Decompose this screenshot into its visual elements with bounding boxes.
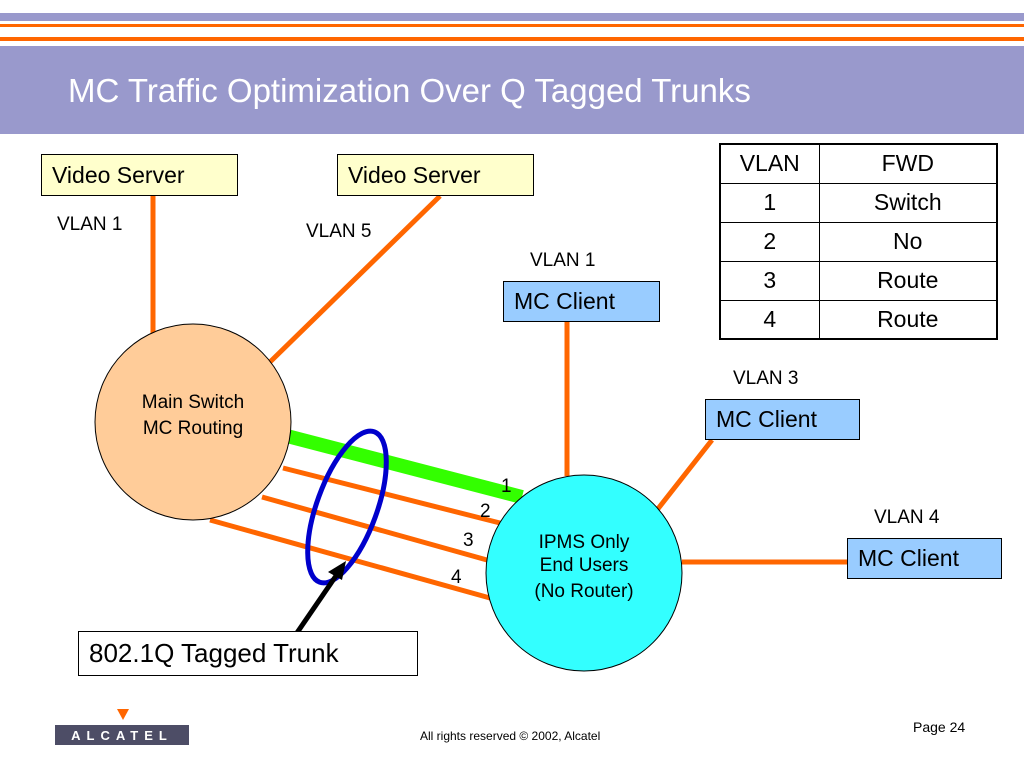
- ipms-label: IPMS Only End Users (No Router): [494, 532, 674, 603]
- trunk-number-3: 3: [463, 530, 474, 551]
- main-switch-line1: Main Switch: [141, 392, 245, 413]
- table-cell-vlan: 4: [719, 299, 820, 340]
- ipms-line1: IPMS Only: [538, 532, 630, 553]
- table-row: 1 Switch: [719, 182, 998, 223]
- trunk-ellipse: [305, 428, 389, 586]
- table-row: 4 Route: [719, 299, 998, 340]
- trunk-link-2: [282, 465, 501, 526]
- video-server-2-vlan: VLAN 5: [306, 221, 372, 242]
- top-stripe-orange-2: [0, 37, 1024, 41]
- table-header-fwd: FWD: [818, 143, 998, 184]
- trunk-label-box: 802.1Q Tagged Trunk: [78, 631, 418, 676]
- top-stripe-purple: [0, 13, 1024, 21]
- link-server2-switch: [268, 194, 442, 364]
- main-switch-label: Main Switch MC Routing: [103, 390, 283, 441]
- mc-client-3-vlan: VLAN 3: [733, 368, 799, 389]
- video-server-1-vlan: VLAN 1: [57, 214, 123, 235]
- mc-client-4: MC Client: [847, 538, 1002, 579]
- page-number: Page 24: [913, 719, 966, 735]
- mc-client-4-vlan: VLAN 4: [874, 507, 940, 528]
- table-cell-fwd: Route: [818, 299, 998, 340]
- table-cell-fwd: Switch: [818, 182, 998, 223]
- top-stripe-orange: [0, 24, 1024, 27]
- mc-client-3: MC Client: [705, 399, 860, 440]
- video-server-1: Video Server: [41, 154, 238, 196]
- table-row: 2 No: [719, 221, 998, 262]
- table-header-row: VLAN FWD: [719, 143, 998, 184]
- table-cell-fwd: Route: [818, 260, 998, 301]
- table-row: 3 Route: [719, 260, 998, 301]
- table-header-vlan: VLAN: [719, 143, 820, 184]
- trunk-link-1: [285, 429, 524, 504]
- trunk-number-1: 1: [501, 476, 512, 497]
- ipms-line2: End Users: [539, 554, 629, 576]
- trunk-link-4: [209, 517, 491, 601]
- ipms-line3: (No Router): [534, 580, 634, 602]
- trunk-pointer-arrow: [287, 568, 343, 645]
- table-cell-vlan: 2: [719, 221, 820, 262]
- mc-client-1: MC Client: [503, 281, 660, 322]
- vlan-fwd-table: VLAN FWD 1 Switch 2 No 3 Route 4 Route: [719, 143, 998, 340]
- table-cell-fwd: No: [818, 221, 998, 262]
- mc-client-1-vlan: VLAN 1: [530, 250, 596, 271]
- main-switch-node: [94, 323, 292, 521]
- ipms-node: [485, 474, 683, 672]
- title-bar: [0, 46, 1024, 134]
- trunk-arrow-head: [328, 561, 346, 580]
- trunk-number-4: 4: [451, 567, 462, 588]
- trunk-link-3: [261, 494, 488, 563]
- copyright-text: All rights reserved © 2002, Alcatel: [420, 729, 601, 743]
- video-server-2: Video Server: [337, 154, 534, 196]
- table-cell-vlan: 3: [719, 260, 820, 301]
- logo-text: ALCATEL: [71, 728, 173, 743]
- link-client3-ipms: [655, 438, 714, 512]
- logo-triangle-icon: [117, 709, 129, 720]
- slide-title: MC Traffic Optimization Over Q Tagged Tr…: [68, 72, 751, 109]
- main-switch-line2: MC Routing: [142, 417, 244, 439]
- trunk-number-2: 2: [480, 501, 491, 522]
- table-cell-vlan: 1: [719, 182, 820, 223]
- alcatel-logo: ALCATEL: [55, 709, 189, 745]
